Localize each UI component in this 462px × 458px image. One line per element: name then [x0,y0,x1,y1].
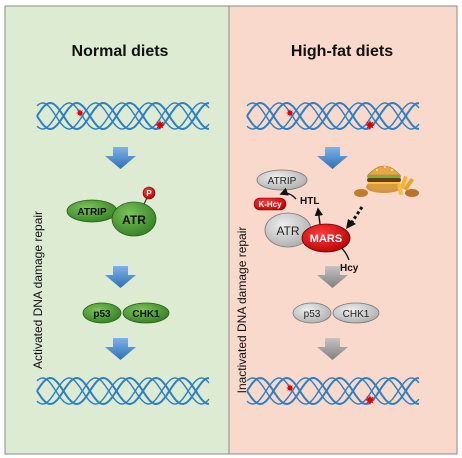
htl-to-khcy-arrow [279,187,297,200]
mars-enzyme [301,223,351,253]
dna-helix-icon [246,101,420,131]
dna-strand [246,377,420,405]
left-panel-title: Normal diets [72,43,169,60]
dna-strand [36,102,210,130]
chk1-label-gray: CHK1 [343,309,370,320]
dotted-arrow-head [346,219,356,229]
down-arrow-icon [317,147,348,169]
dna-strand [36,377,210,405]
mars-label: MARS [310,233,342,245]
p53-label-gray: p53 [304,309,321,320]
down-arrow-icon [105,266,136,288]
dna-damage-icon [155,120,165,130]
left-side-label: Activated DNA damage repair [31,211,45,369]
p53-label: p53 [93,309,111,320]
dna-damage-icon [365,120,375,130]
khcy-label: K-Hcy [258,200,282,209]
dna-strand [246,102,420,130]
dna-strand [36,101,210,131]
phospho-badge [142,186,156,200]
down-arrow-icon [317,338,348,360]
dna-helix-icon [36,101,210,131]
down-arrow-icon [105,147,136,169]
dna-strand [246,376,420,406]
atrip-label: ATRIP [77,207,107,218]
dna-strand [246,376,420,406]
dna-strand [36,101,210,131]
dna-strand [36,376,210,406]
atr-label: ATR [122,213,146,227]
dna-strand [246,101,420,131]
dna-strand [246,377,420,405]
down-arrow-icon [105,338,136,360]
atrip-label-gray: ATRIP [268,176,297,187]
dna-helix-icon [36,376,210,406]
chk1-protein-gray [332,302,380,324]
phospho-label: P [146,189,152,198]
dna-strand [36,376,210,406]
dna-damage-icon [286,109,294,117]
right-panel-title: High-fat diets [291,43,393,60]
hcy-label: Hcy [340,263,359,274]
htl-label: HTL [300,196,319,207]
dna-damage-icon [286,384,294,392]
dna-strand [36,377,210,405]
dna-damage-icon [365,395,375,405]
dna-strand [246,101,420,131]
right-side-label: Inactivated DNA damage repair [235,227,249,394]
chk1-protein [122,302,170,324]
p53-protein-gray [292,302,332,324]
burger-and-fries-icon [354,165,419,197]
atr-label-gray: ATR [276,224,299,238]
dna-damage-icon [76,109,84,117]
khcy-tag [253,197,287,211]
mars-to-htl-arrow [314,207,324,225]
p53-protein [82,302,122,324]
down-arrow-icon [317,266,348,288]
chk1-label: CHK1 [132,309,160,320]
dna-strand [246,102,420,130]
dna-strand [36,102,210,130]
atr-protein [111,201,157,237]
dna-helix-icon [246,376,420,406]
